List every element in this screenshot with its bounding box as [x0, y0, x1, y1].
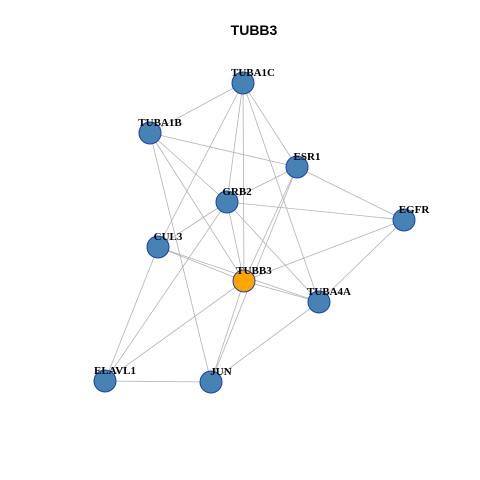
node-label-jun: JUN: [210, 366, 231, 378]
edge-tubb3-tuba4a: [243, 280, 320, 303]
edge-esr1-egfr: [296, 166, 405, 221]
node-cul3[interactable]: [146, 235, 170, 259]
edge-tubb3-jun: [210, 280, 245, 383]
node-label-tuba4a: TUBA4A: [307, 286, 351, 298]
node-tuba1c[interactable]: [231, 71, 255, 95]
edge-tuba1c-cul3: [157, 82, 244, 248]
edge-cul3-tubb3: [157, 246, 245, 282]
node-label-tubb3: TUBB3: [236, 265, 272, 277]
node-egfr[interactable]: [392, 208, 416, 232]
node-label-tuba1b: TUBA1B: [138, 117, 182, 129]
node-label-egfr: EGFR: [399, 204, 431, 216]
node-layer: [93, 71, 416, 394]
edge-grb2-egfr: [226, 201, 405, 221]
diagram-title: TUBB3: [231, 22, 278, 38]
edge-grb2-elavl1: [104, 201, 228, 382]
edge-tubb3-elavl1: [104, 280, 245, 382]
edge-esr1-jun: [210, 166, 298, 383]
edge-esr1-grb2: [226, 166, 298, 203]
edge-cul3-elavl1: [104, 246, 159, 382]
edge-tuba1c-tubb3: [242, 82, 245, 282]
node-label-grb2: GRB2: [222, 186, 252, 198]
node-elavl1[interactable]: [93, 369, 117, 393]
edge-grb2-cul3: [157, 201, 228, 248]
edge-tuba1b-esr1: [149, 132, 298, 168]
edge-tuba1b-jun: [149, 132, 212, 383]
edge-tuba4a-jun: [210, 301, 320, 383]
node-grb2[interactable]: [215, 190, 239, 214]
edge-tuba1c-esr1: [242, 82, 298, 168]
edge-egfr-tuba4a: [318, 219, 405, 303]
edge-grb2-tubb3: [226, 201, 245, 282]
node-label-elavl1: ELAVL1: [94, 365, 136, 377]
edge-layer: [104, 82, 405, 383]
edge-tuba1b-grb2: [149, 132, 228, 203]
edge-grb2-tuba4a: [226, 201, 320, 303]
node-label-cul3: CUL3: [154, 231, 183, 243]
edge-elavl1-jun: [104, 380, 212, 383]
node-tuba4a[interactable]: [307, 290, 331, 314]
edge-egfr-tubb3: [243, 219, 405, 282]
node-label-esr1: ESR1: [294, 151, 321, 163]
edge-tuba1b-tubb3: [149, 132, 245, 282]
edge-tuba1c-tuba1b: [149, 82, 244, 134]
node-esr1[interactable]: [285, 155, 309, 179]
node-tuba1b[interactable]: [138, 121, 162, 145]
edge-tuba1c-grb2: [226, 82, 244, 203]
edge-tuba1c-tuba4a: [242, 82, 320, 303]
edge-esr1-tubb3: [243, 166, 298, 282]
node-jun[interactable]: [199, 370, 223, 394]
node-tubb3[interactable]: [232, 269, 256, 293]
node-label-tuba1c: TUBA1C: [231, 67, 275, 79]
